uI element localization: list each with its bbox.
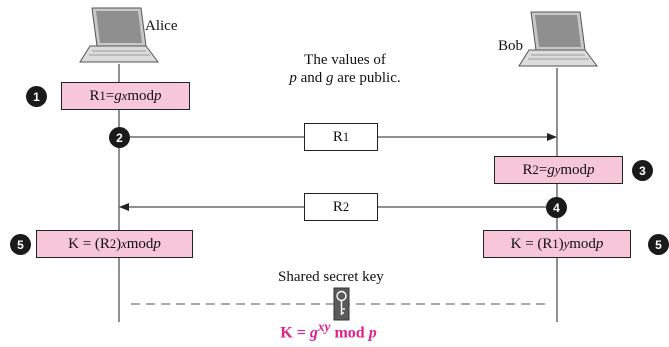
step-2-marker: 2 (109, 127, 130, 148)
shared-key-label: Shared secret key (278, 269, 384, 285)
final-shared-key: K = gxy mod p (280, 319, 377, 342)
public-values-note: The values of p and g are public. (245, 51, 445, 87)
alice-laptop-icon (79, 7, 159, 63)
step-5-marker-bob: 5 (648, 234, 669, 255)
step-3-marker: 3 (632, 160, 653, 181)
public-note-line1: The values of (304, 52, 386, 68)
bob-laptop-icon (518, 11, 598, 67)
step-1-marker: 1 (26, 86, 47, 107)
step-4-marker: 4 (546, 197, 567, 218)
step-5-marker-alice: 5 (10, 234, 31, 255)
bob-label: Bob (498, 38, 524, 54)
key-icon (333, 287, 350, 321)
alice-label: Alice (145, 18, 178, 34)
public-note-line2: p and g are public. (289, 70, 401, 86)
